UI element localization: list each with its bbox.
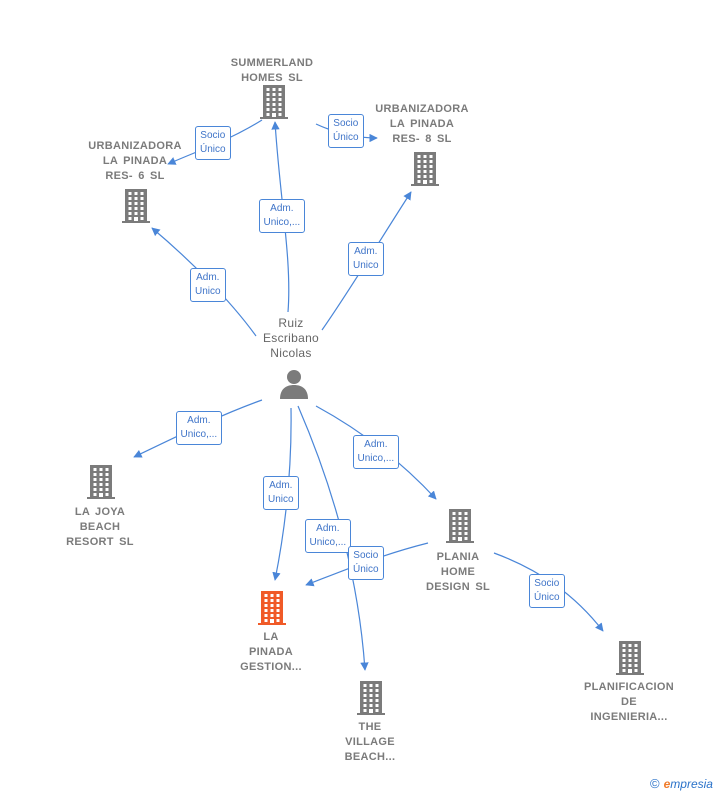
building-icon-planif[interactable] [616, 641, 644, 680]
brand-logo-text: mpresia [670, 777, 713, 791]
node-label-village[interactable]: THE VILLAGE BEACH... [344, 721, 396, 763]
edge-label-person-to-urb6[interactable]: Adm. Unico [190, 268, 226, 302]
edge-label-summerland-to-urb6[interactable]: Socio Único [195, 126, 231, 160]
edge-label-person-to-urb8[interactable]: Adm. Unico [348, 242, 384, 276]
edge-label-person-to-summerland[interactable]: Adm. Unico,... [258, 199, 306, 233]
building-icon-village[interactable] [357, 681, 385, 720]
edge-label-person-to-village[interactable]: Adm. Unico,... [304, 519, 352, 553]
person-icon-person[interactable] [279, 369, 309, 404]
node-label-urb6[interactable]: URBANIZADORA LA PINADA RES- 6 SL [88, 140, 182, 182]
node-label-lapinada[interactable]: LA PINADA GESTION... [240, 631, 302, 673]
edge-label-person-to-plania[interactable]: Adm. Unico,... [352, 435, 400, 469]
building-icon-urb6[interactable] [122, 189, 150, 228]
building-icon-summerland[interactable] [260, 85, 288, 124]
node-label-urb8[interactable]: URBANIZADORA LA PINADA RES- 8 SL [375, 103, 469, 145]
node-label-lajoya[interactable]: LA JOYA BEACH RESORT SL [66, 506, 134, 548]
edge-label-plania-to-planif[interactable]: Socio Único [529, 574, 565, 608]
copyright-symbol: © [650, 776, 660, 791]
edge-label-plania-to-lapinada[interactable]: Socio Único [348, 546, 384, 580]
node-label-planif[interactable]: PLANIFICACION DE INGENIERIA... [583, 681, 675, 723]
node-label-summerland[interactable]: SUMMERLAND HOMES SL [230, 57, 314, 84]
building-icon-lajoya[interactable] [87, 465, 115, 504]
node-label-person[interactable]: Ruiz Escribano Nicolas [262, 316, 320, 360]
edge-label-summerland-to-urb8[interactable]: Socio Único [328, 114, 364, 148]
brand-logo-initial: e [663, 777, 671, 791]
edge-label-person-to-lapinada[interactable]: Adm. Unico [263, 476, 299, 510]
building-icon-plania[interactable] [446, 509, 474, 548]
edge-label-person-to-lajoya[interactable]: Adm. Unico,... [175, 411, 223, 445]
footer-brand: ©empresia [650, 776, 713, 792]
node-label-plania[interactable]: PLANIA HOME DESIGN SL [426, 551, 490, 593]
building-icon-urb8[interactable] [411, 152, 439, 191]
building-icon-lapinada[interactable] [258, 591, 286, 630]
